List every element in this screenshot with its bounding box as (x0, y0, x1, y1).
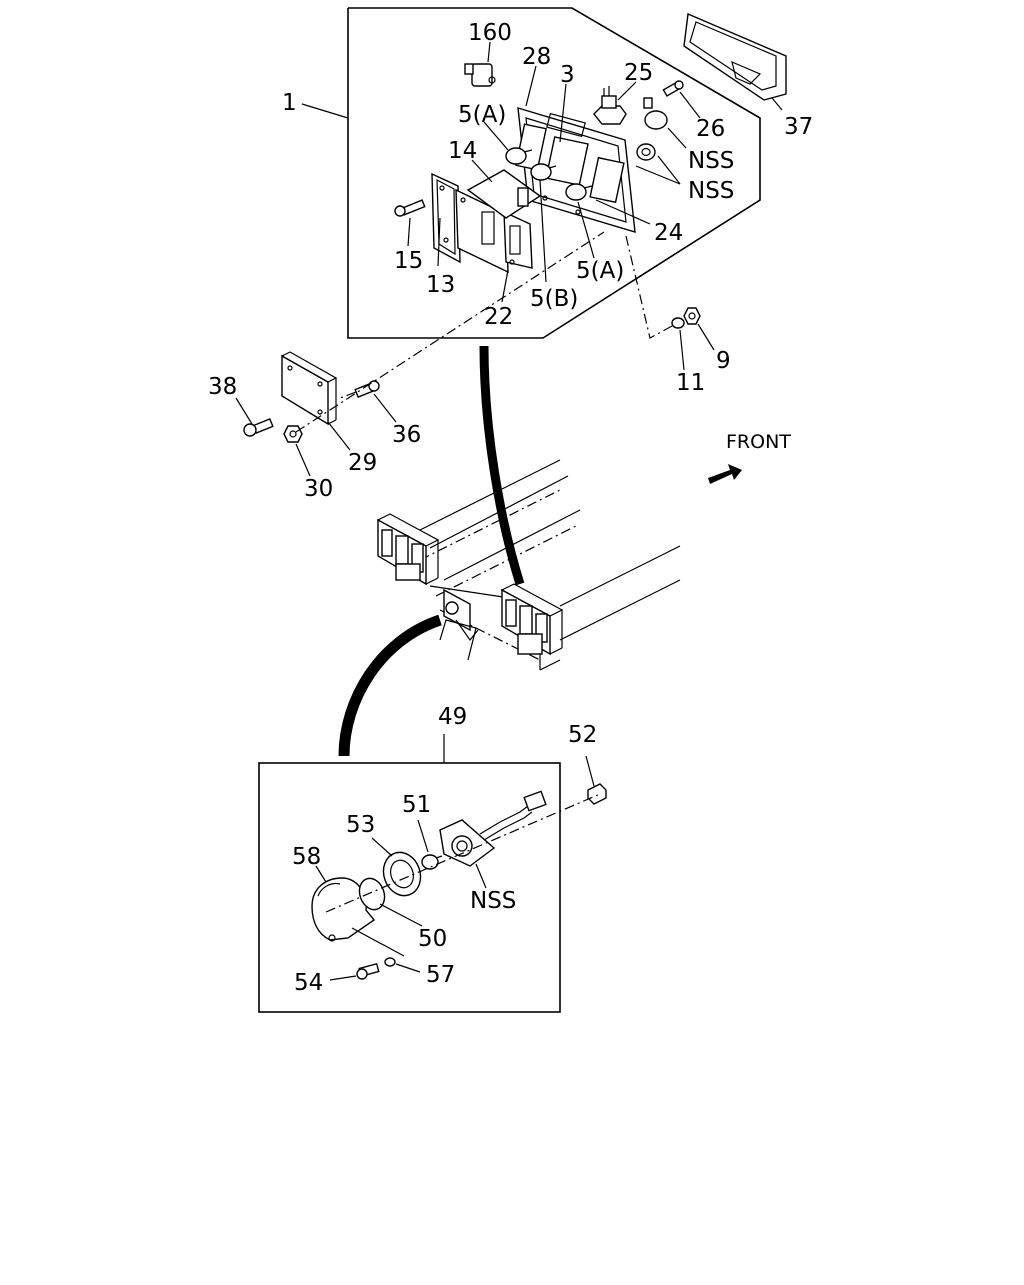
lens-13 (431, 172, 461, 264)
socket-25 (593, 86, 627, 125)
screw-15 (394, 199, 426, 217)
screw-26 (662, 80, 684, 97)
bulb-51 (421, 854, 443, 870)
callout-53: 53 (346, 812, 375, 838)
rear-lamp-right (500, 583, 564, 656)
callout-5b: 5(B) (530, 286, 578, 312)
callout-1: 1 (282, 90, 297, 116)
gasket-53 (382, 851, 422, 897)
callout-51: 51 (402, 792, 431, 818)
washer-11 (671, 317, 685, 329)
callout-38: 38 (208, 374, 237, 400)
callout-3: 3 (560, 62, 575, 88)
bolt-38 (243, 418, 274, 437)
front-arrow-icon (708, 464, 742, 484)
callout-nss-3: NSS (470, 888, 516, 914)
callout-37: 37 (784, 114, 813, 140)
callout-14: 14 (448, 138, 477, 164)
callout-9: 9 (716, 348, 731, 374)
callout-labels: 1 160 28 3 25 37 26 5(A) NSS NSS 14 24 1… (208, 20, 813, 996)
callout-29: 29 (348, 450, 377, 476)
callout-54: 54 (294, 970, 323, 996)
callout-26: 26 (696, 116, 725, 142)
alignment-lines (295, 231, 673, 433)
connector-clip-160 (464, 63, 496, 87)
callout-160: 160 (468, 20, 512, 46)
callout-36: 36 (392, 422, 421, 448)
nut-30 (283, 425, 303, 443)
lower-alignment-lines (325, 793, 601, 957)
nut-9 (683, 307, 701, 325)
callout-nss-2: NSS (688, 178, 734, 204)
nss-grommet (636, 143, 656, 161)
callout-30: 30 (304, 476, 333, 502)
screw-54 (356, 962, 380, 980)
vehicle-frame (419, 459, 681, 671)
callout-58: 58 (292, 844, 321, 870)
detail-leader-lower (338, 614, 442, 757)
callout-57: 57 (426, 962, 455, 988)
mounting-bracket-29 (280, 351, 338, 426)
callout-5a-bottom: 5(A) (576, 258, 624, 284)
callout-15: 15 (394, 248, 423, 274)
license-lamp-mount (439, 588, 479, 661)
socket-nss (439, 790, 547, 867)
washer-57 (384, 957, 396, 967)
bulb-5a-upper (505, 147, 533, 165)
reflector-sheet-14 (466, 169, 542, 219)
callout-5a-top: 5(A) (458, 102, 506, 128)
detail-leader-upper (479, 345, 525, 586)
callout-50: 50 (418, 926, 447, 952)
callout-25: 25 (624, 60, 653, 86)
bulb-5b (530, 163, 557, 181)
side-marker-lamp-37 (683, 12, 787, 101)
callout-24: 24 (654, 220, 683, 246)
callout-22: 22 (484, 304, 513, 330)
lamp-assembly-detail-box (347, 7, 761, 339)
lamp-housing-plate (515, 107, 636, 233)
rear-lamp-left (376, 513, 440, 586)
callout-49: 49 (438, 704, 467, 730)
callout-28: 28 (522, 44, 551, 70)
callout-52: 52 (568, 722, 597, 748)
nss-bulb-upper (643, 97, 668, 130)
front-label: FRONT (726, 431, 791, 453)
leader-lines (235, 41, 783, 981)
bolt-36 (354, 380, 380, 398)
callout-11: 11 (676, 370, 705, 396)
license-lamp-detail-box (258, 762, 561, 1013)
callout-nss-1: NSS (688, 148, 734, 174)
lens-50 (358, 877, 386, 911)
callout-13: 13 (426, 272, 455, 298)
connector-52 (587, 783, 607, 805)
bulb-5a-lower (565, 183, 593, 201)
